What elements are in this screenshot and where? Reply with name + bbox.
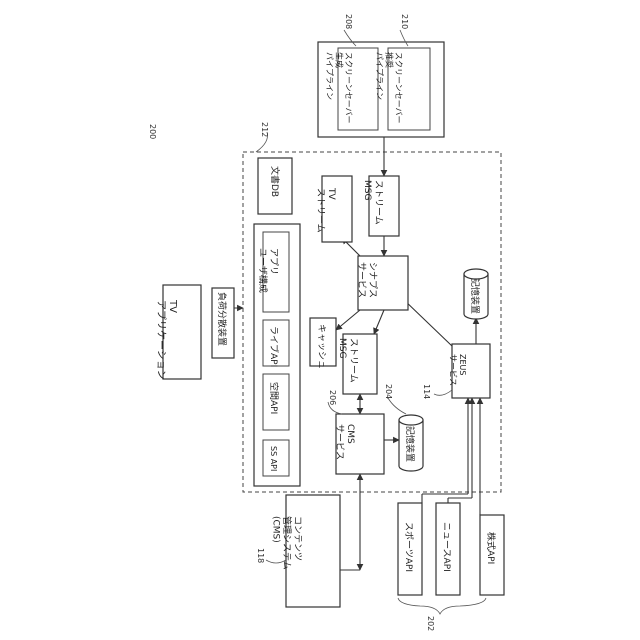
storage-cms-ref-leader — [388, 398, 406, 414]
storage-zeus-label: 記憶装置 — [469, 278, 481, 314]
tv-stream-node: TVストリーム — [315, 176, 352, 242]
sports-api-node: スポーツAPI — [398, 503, 422, 595]
synapse-service-node: シナプスサービス — [356, 256, 408, 310]
zeus-service-node: ZEUSサービス — [448, 344, 490, 398]
ss-api-node: SS API — [263, 440, 289, 476]
stock-api-node: 株式API — [480, 515, 504, 595]
storage-cms-node: 記憶装置 — [399, 415, 423, 471]
zeus-service-ref-leader — [434, 390, 452, 395]
external-apis-ref: 202 — [426, 616, 435, 631]
tv-application-node: TVアプリケーション — [155, 285, 201, 380]
figure-number: 200 — [148, 124, 157, 139]
zeus-service-ref: 114 — [422, 384, 431, 399]
cms-system-node: コンテンツ管理システム(CMS) — [270, 495, 340, 607]
cms-service-node: CMSサービス — [334, 414, 384, 474]
live-api-node: ライブAPI — [263, 320, 289, 367]
cms-service-ref: 206 — [328, 390, 337, 405]
cache-label: キャッシュ — [316, 324, 326, 369]
cms-system-ref: 118 — [256, 548, 265, 563]
stream-msg-upper-label: ストリームMSG — [362, 180, 384, 225]
storage-cms-label: 記憶装置 — [404, 426, 416, 462]
stream-msg-lower-label: ストリームMSG — [337, 338, 359, 383]
news-api-label: ニュースAPI — [441, 522, 451, 572]
load-balancer-label: 負荷分散装置 — [216, 292, 228, 346]
zeus-to-synapse — [402, 298, 452, 346]
storage-cms-ref: 204 — [384, 384, 393, 399]
ss-api-label: SS API — [269, 446, 278, 471]
storage-zeus-node: 記憶装置 — [464, 269, 488, 319]
spatial-api-label: 空間API — [268, 382, 280, 414]
screensaver-recommendation-ref: 210 — [400, 14, 409, 29]
synapse-service-label: シナプスサービス — [356, 262, 378, 298]
stock-api-label: 株式API — [485, 532, 497, 564]
synapse-to-stream-msg-lower — [374, 310, 384, 334]
document-db-label: 文書DB — [269, 166, 281, 197]
stream-msg-upper-node: ストリームMSG — [362, 176, 399, 236]
load-balancer-node: 負荷分散装置 — [212, 288, 234, 358]
spatial-api-node: 空間API — [263, 374, 289, 430]
stream-msg-lower-node: ストリームMSG — [337, 334, 377, 394]
cache-node: キャッシュ — [310, 318, 336, 369]
document-db-node: 文書DB — [258, 158, 292, 214]
screensaver-generation-ref: 208 — [344, 14, 353, 29]
sports-api-label: スポーツAPI — [403, 522, 414, 572]
platform-ref: 212 — [260, 122, 269, 137]
live-api-label: ライブAPI — [268, 326, 280, 367]
external-apis-brace — [398, 598, 486, 614]
news-api-node: ニュースAPI — [436, 503, 460, 595]
